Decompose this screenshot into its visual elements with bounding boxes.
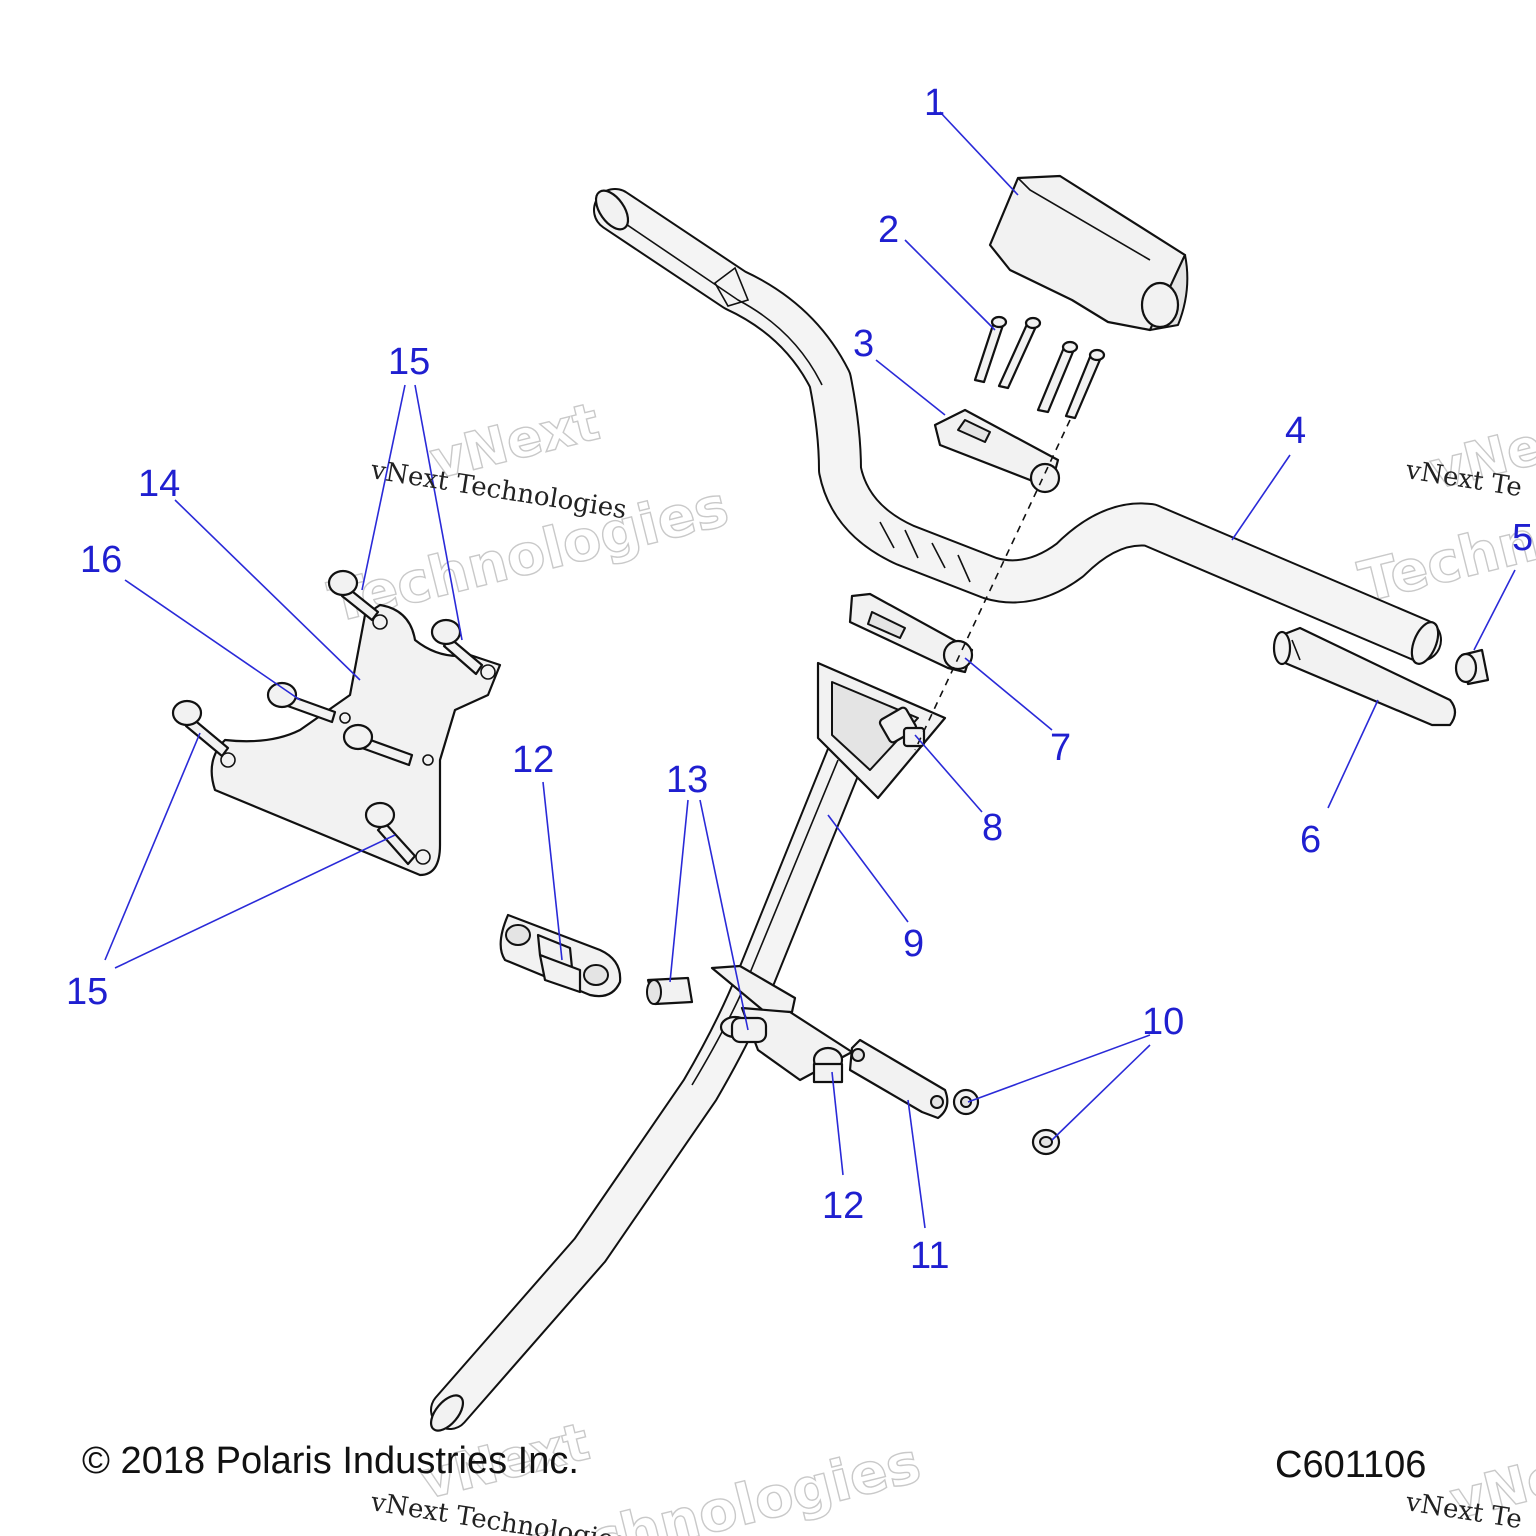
watermark-top-center: vNext Technologies [322,391,735,636]
callout-11: 11 [910,1235,949,1277]
handlebar-part-4 [593,188,1442,665]
callout-15-upper: 15 [388,341,430,383]
column-top-plate-part-8 [816,661,947,800]
callout-7: 7 [1050,727,1071,769]
bolt-part-15-lower-left [171,699,230,758]
callout-1: 1 [924,82,945,124]
bolt-part-15-lower-right [364,801,417,866]
grip-part-6 [1272,626,1457,727]
callout-3: 3 [853,323,874,365]
callout-labels: 1 2 3 4 5 6 7 8 9 10 11 12 12 13 14 15 1… [66,82,1533,1277]
callout-12-upper: 12 [512,739,554,781]
end-cap-part-5 [1454,648,1490,686]
callout-10: 10 [1142,1001,1184,1043]
nut-washer-part-10 [952,1088,1061,1156]
callout-13: 13 [666,759,708,801]
lower-clamp-part-7 [848,592,974,674]
callout-2: 2 [878,209,899,251]
callout-14: 14 [138,463,180,505]
callout-9: 9 [903,923,924,965]
sleeve-part-13 [646,976,694,1006]
link-arm-part-11 [848,1038,949,1120]
figure-code: C601106 [1275,1444,1427,1486]
upper-clamp-part-3 [933,408,1061,494]
steering-column-part-9 [429,725,870,1432]
alignment-dashed-line [914,419,1071,751]
column-bracket [710,964,854,1084]
callout-15-lower: 15 [66,971,108,1013]
copyright-notice: © 2018 Polaris Industries Inc. [82,1440,579,1482]
bolt-part-15-upper-right [430,618,484,676]
callout-6: 6 [1300,819,1321,861]
bolt-center [342,723,414,767]
callout-8: 8 [982,807,1003,849]
callout-12-lower: 12 [822,1185,864,1227]
bolt-part-15-upper-left [327,569,380,622]
callout-4: 4 [1285,410,1306,452]
bolts-part-2 [973,315,1106,420]
bolt-part-16 [266,681,337,724]
bushing-block-part-12 [499,913,622,998]
leader-lines [104,111,1516,1229]
handlebar-cover-part-1 [988,174,1189,332]
callout-5: 5 [1512,517,1533,559]
callout-16: 16 [80,539,122,581]
